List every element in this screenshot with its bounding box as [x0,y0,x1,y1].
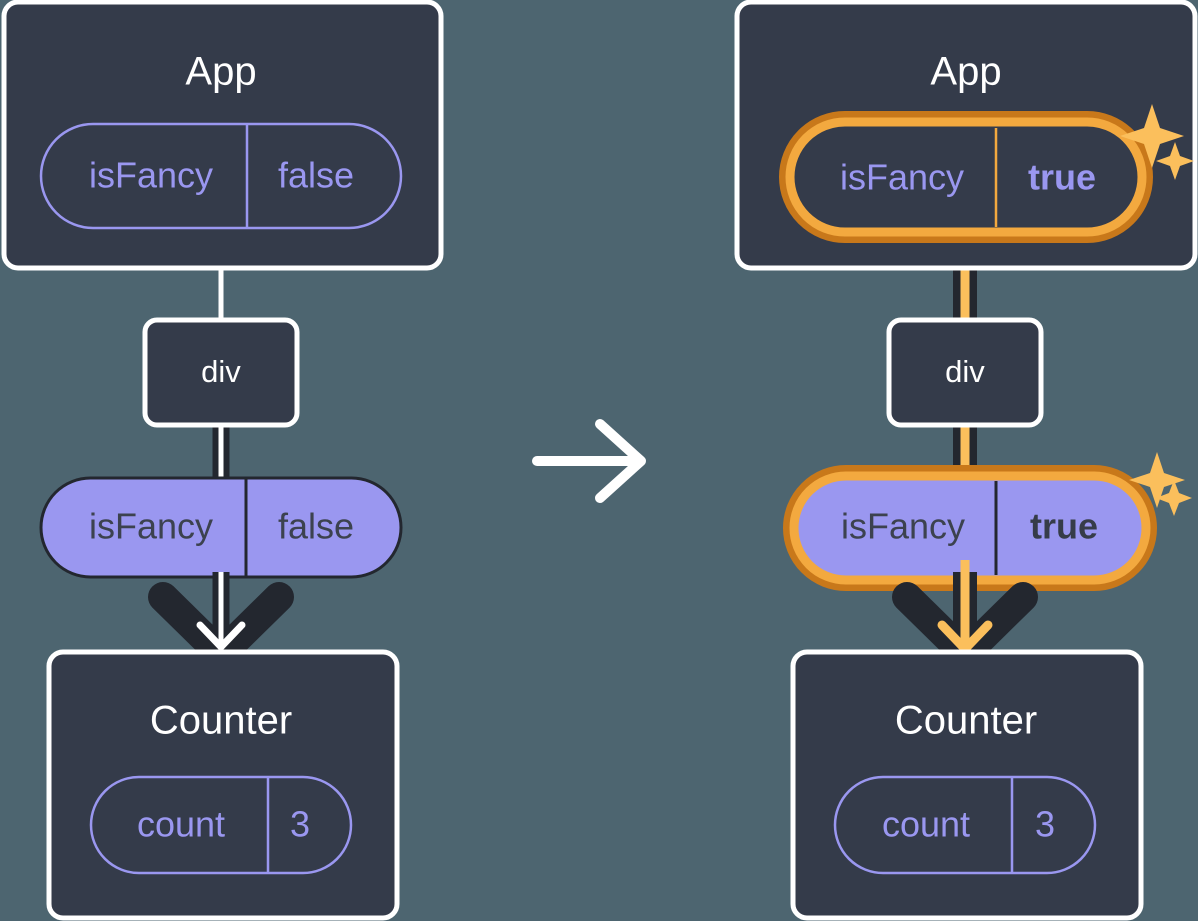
left-app-state-key: isFancy [89,155,213,196]
left-div-box-border [142,317,300,428]
right-div-box-border [886,317,1044,428]
left-div-label: div [201,354,241,389]
left-counter-state-value: 3 [290,804,310,845]
right-prop-pill[interactable]: isFancy true [783,465,1157,591]
left-app-box[interactable] [4,2,441,268]
right-counter-box-border [790,649,1144,921]
right-prop-pill-key: isFancy [841,506,965,547]
right-app-state-pill[interactable]: isFancy true [779,111,1153,243]
right-counter-box[interactable] [793,652,1141,918]
left-prop-pill-key: isFancy [89,506,213,547]
right-app-title: App [930,50,1001,94]
right-counter-state-key: count [882,804,970,845]
left-app-title: App [185,50,256,94]
right-app-state-value: true [1028,157,1096,198]
left-prop-pill-value: false [278,506,354,547]
sparkle-large-icon [1120,104,1184,168]
left-counter-state-pill[interactable]: count 3 [89,775,353,875]
right-div-label: div [945,354,985,389]
left-prop-pill[interactable]: isFancy false [39,476,403,579]
right-div-box[interactable] [889,320,1041,425]
sparkle-large-icon-2 [1129,452,1185,508]
transition-arrow-icon [532,419,646,503]
left-div-box[interactable] [145,320,297,425]
sparkle-small-icon [1156,142,1194,180]
left-app-box-border [1,0,444,271]
left-counter-box[interactable] [49,652,397,918]
left-counter-box-border [46,649,400,921]
left-panel: App isFancy false div isFancy false [1,0,444,921]
right-app-pill-ring-inner [785,117,1147,237]
sparkle-small-icon-2 [1156,480,1192,516]
left-app-state-value: false [278,155,354,196]
right-app-state-key: isFancy [840,157,964,198]
left-app-state-pill[interactable]: isFancy false [39,122,403,230]
left-counter-title: Counter [150,699,292,743]
right-app-box-border [734,0,1198,271]
right-counter-state-pill[interactable]: count 3 [833,775,1097,875]
right-panel: App isFancy true div [734,0,1198,921]
left-counter-state-key: count [137,804,225,845]
right-prop-pill-value: true [1030,506,1098,547]
right-counter-state-value: 3 [1035,804,1055,845]
right-counter-title: Counter [895,699,1037,743]
right-arrow-head-orange [937,620,993,654]
